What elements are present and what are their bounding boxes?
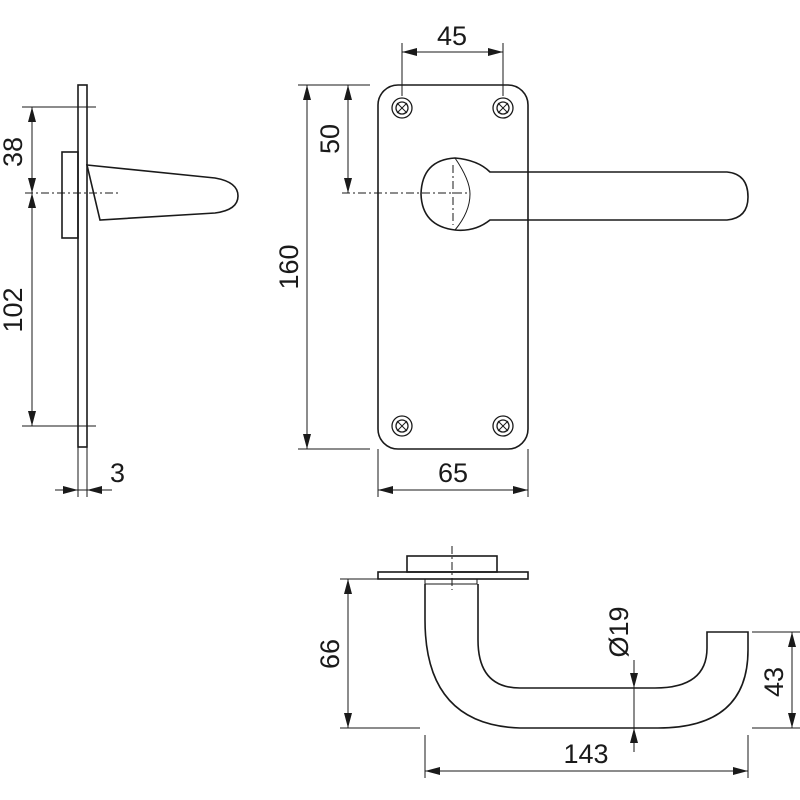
arrowhead xyxy=(513,486,528,494)
arrowhead xyxy=(344,85,352,100)
dim-label-66: 66 xyxy=(315,639,345,669)
arrowhead xyxy=(344,178,352,193)
arrowhead xyxy=(303,85,311,100)
rose-side xyxy=(61,151,79,239)
rose-neck-top xyxy=(424,578,478,585)
screw-icon xyxy=(391,97,413,119)
screw-icon xyxy=(492,97,514,119)
dim-label-65: 65 xyxy=(438,458,468,488)
arrowhead xyxy=(344,579,352,594)
screw-icon xyxy=(492,415,514,437)
arrowhead xyxy=(28,107,36,122)
front-view: 160 50 45 65 xyxy=(274,21,749,497)
dim-label-43: 43 xyxy=(759,667,789,697)
dim-label-102: 102 xyxy=(0,287,28,332)
top-view: 66 Ø19 43 143 xyxy=(315,546,800,778)
arrowhead xyxy=(788,632,796,647)
screw-icon xyxy=(391,415,413,437)
lever-front xyxy=(420,157,749,232)
arrowhead xyxy=(402,48,417,56)
backplate-side xyxy=(77,84,88,448)
arrowhead xyxy=(378,486,393,494)
rose-top xyxy=(406,555,498,573)
arrowhead xyxy=(28,178,36,193)
arrowhead xyxy=(630,728,638,743)
arrowhead xyxy=(488,48,503,56)
dim-label-45: 45 xyxy=(437,21,467,51)
dim-label-160: 160 xyxy=(274,244,304,289)
arrowhead xyxy=(87,486,102,494)
arrowhead xyxy=(425,767,440,775)
arrowhead xyxy=(630,673,638,688)
arrowhead xyxy=(344,713,352,728)
dim-label-50: 50 xyxy=(315,124,345,154)
dim-label-143: 143 xyxy=(563,739,608,769)
side-view: 38 102 3 xyxy=(0,84,239,497)
dim-label-38: 38 xyxy=(0,137,28,167)
dim-label-dia19: Ø19 xyxy=(604,606,634,657)
arrowhead xyxy=(28,411,36,426)
lever-side-profile xyxy=(85,164,239,221)
backplate-top xyxy=(377,571,529,580)
lever-top-profile xyxy=(424,584,749,729)
dim-label-3: 3 xyxy=(110,458,125,488)
arrowhead xyxy=(28,193,36,208)
arrowhead xyxy=(733,767,748,775)
arrowhead xyxy=(788,713,796,728)
backplate-front xyxy=(377,84,529,450)
arrowhead xyxy=(63,486,78,494)
arrowhead xyxy=(303,434,311,449)
lever-rose-edge xyxy=(454,157,471,231)
